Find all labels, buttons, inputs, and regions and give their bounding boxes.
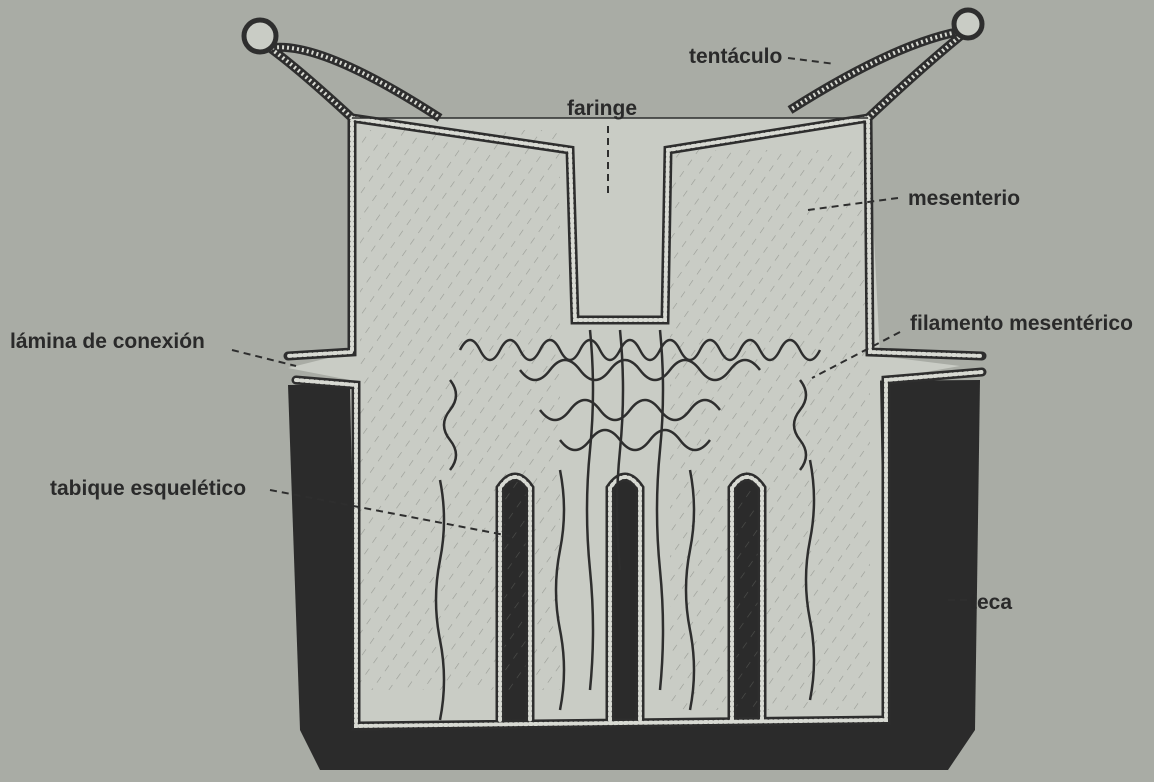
label-theca: teca (970, 592, 1012, 613)
label-mesentery: mesenterio (908, 188, 1020, 209)
label-pharynx: faringe (567, 98, 637, 119)
label-connecting-lamina: lámina de conexión (10, 331, 205, 352)
label-skeletal-septum: tabique esquelético (50, 478, 246, 499)
label-mesenteric-filament: filamento mesentérico (910, 313, 1133, 334)
label-tentacle: tentáculo (689, 46, 782, 67)
